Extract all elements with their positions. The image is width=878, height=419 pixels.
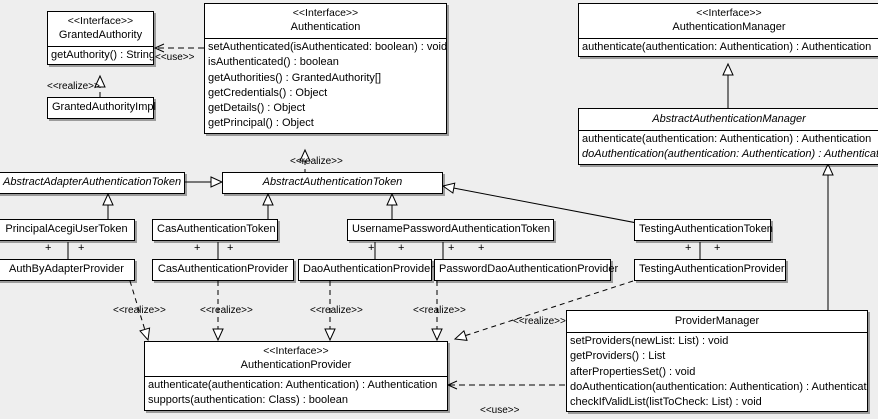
association-marker: +: [685, 242, 692, 254]
operation: checkIfValidList(listToCheck: List) : vo…: [570, 396, 762, 409]
class-name: CasAuthenticationProvider: [157, 263, 289, 275]
class-name: AuthenticationProvider: [240, 359, 352, 371]
class-username-password-authentication-token[interactable]: UsernamePasswordAuthenticationToken: [347, 219, 554, 241]
class-testing-authentication-token[interactable]: TestingAuthenticationToken: [634, 219, 773, 241]
class-testing-authentication-provider[interactable]: TestingAuthenticationProvider: [634, 259, 786, 281]
stereotype-label: <<Interface>>: [696, 7, 762, 19]
class-name: AbstractAuthenticationToken: [262, 176, 403, 188]
operation: authenticate(authentication: Authenticat…: [582, 133, 872, 145]
operation: getDetails() : Object: [208, 102, 306, 115]
class-authentication-manager[interactable]: <<Interface>> AuthenticationManager auth…: [578, 3, 878, 58]
association-marker: +: [448, 242, 455, 254]
association-marker: +: [45, 242, 52, 254]
operation: getAuthority() : String: [51, 49, 153, 61]
class-granted-authority-impl[interactable]: GrantedAuthorityImpl: [47, 97, 156, 119]
realize-label-password-dao-provider: <<realize>>: [413, 305, 466, 316]
operation: doAuthentication(authentication: Authent…: [582, 148, 878, 161]
class-header: ProviderManager: [567, 311, 867, 332]
class-authentication[interactable]: <<Interface>> Authentication setAuthenti…: [204, 3, 447, 134]
operation: setProviders(newList: List) : void: [570, 335, 729, 347]
operation: getPrincipal() : Object: [208, 117, 314, 130]
class-name: GrantedAuthority: [58, 29, 143, 41]
class-name: UsernamePasswordAuthenticationToken: [352, 223, 551, 235]
realize-label-auth-by-adapter: <<realize>>: [113, 305, 166, 316]
class-dao-authentication-provider[interactable]: DaoAuthenticationProvider: [298, 259, 434, 281]
class-auth-by-adapter-provider[interactable]: AuthByAdapterProvider: [0, 259, 135, 281]
class-name: CasAuthenticationToken: [157, 223, 276, 235]
class-granted-authority[interactable]: <<Interface>> GrantedAuthority getAuthor…: [47, 11, 154, 66]
operation: isAuthenticated() : boolean: [208, 56, 339, 69]
realize-label-cas-provider: <<realize>>: [200, 305, 253, 316]
class-header: <<Interface>> GrantedAuthority: [48, 12, 153, 46]
operation: setAuthenticated(isAuthenticated: boolea…: [208, 41, 446, 53]
class-name: PrincipalAcegiUserToken: [5, 223, 128, 235]
operation: doAuthentication(authentication: Authent…: [570, 380, 867, 393]
use-label-authentication-granted-authority: <<use>>: [155, 52, 195, 63]
realize-label-testing-provider: <<realize>>: [513, 316, 566, 327]
association-marker: +: [714, 242, 721, 254]
operation: supports(authentication: Class) : boolea…: [148, 394, 348, 407]
class-name: Authentication: [290, 21, 361, 33]
realize-label-granted-authority-impl: <<realize>>: [47, 81, 100, 92]
class-header: <<Interface>> Authentication: [205, 4, 446, 38]
operation: authenticate(authentication: Authenticat…: [582, 41, 872, 53]
association-marker: +: [194, 242, 201, 254]
operations-compartment: authenticate(authentication: Authenticat…: [145, 376, 447, 410]
realize-label-dao-provider: <<realize>>: [310, 305, 363, 316]
class-abstract-adapter-authentication-token[interactable]: AbstractAdapterAuthenticationToken: [0, 172, 185, 194]
class-header: <<Interface>> AuthenticationManager: [579, 4, 878, 38]
operations-compartment: setAuthenticated(isAuthenticated: boolea…: [205, 38, 446, 133]
association-marker: +: [78, 242, 85, 254]
class-name: AuthByAdapterProvider: [9, 263, 124, 275]
class-name: TestingAuthenticationToken: [639, 223, 773, 235]
stereotype-label: <<Interface>>: [67, 15, 134, 27]
operation: getAuthorities() : GrantedAuthority[]: [208, 71, 382, 84]
class-authentication-provider[interactable]: <<Interface>> AuthenticationProvider aut…: [144, 341, 448, 411]
operations-compartment: authenticate(authentication: Authenticat…: [579, 38, 878, 56]
association-marker: +: [478, 242, 485, 254]
realize-label-abstract-authentication-token: <<realize>>: [290, 156, 343, 167]
class-name: AuthenticationManager: [672, 21, 786, 33]
operations-compartment: authenticate(authentication: Authenticat…: [579, 130, 878, 164]
class-principal-acegi-user-token[interactable]: PrincipalAcegiUserToken: [0, 219, 135, 241]
class-name: ProviderManager: [674, 315, 760, 327]
association-marker: +: [368, 242, 375, 254]
operation: authenticate(authentication: Authenticat…: [148, 379, 438, 391]
operations-compartment: getAuthority() : String: [48, 46, 153, 64]
association-marker: +: [398, 242, 405, 254]
class-provider-manager[interactable]: ProviderManager setProviders(newList: Li…: [566, 310, 868, 413]
operation: getProviders() : List: [570, 350, 666, 363]
class-abstract-authentication-token[interactable]: AbstractAuthenticationToken: [222, 172, 443, 194]
class-name: AbstractAdapterAuthenticationToken: [3, 176, 182, 188]
operation: getCredentials() : Object: [208, 86, 328, 99]
class-name: DaoAuthenticationProvider: [303, 263, 434, 275]
association-marker: +: [227, 242, 234, 254]
class-header: <<Interface>> AuthenticationProvider: [145, 342, 447, 376]
class-password-dao-authentication-provider[interactable]: PasswordDaoAuthenticationProvider: [434, 259, 619, 281]
class-abstract-authentication-manager[interactable]: AbstractAuthenticationManager authentica…: [578, 108, 878, 165]
class-name: AbstractAuthenticationManager: [652, 113, 806, 125]
use-label-provider-manager: <<use>>: [480, 405, 520, 416]
class-cas-authentication-token[interactable]: CasAuthenticationToken: [152, 219, 278, 241]
stereotype-label: <<Interface>>: [292, 7, 359, 19]
class-name: GrantedAuthorityImpl: [52, 101, 156, 113]
stereotype-label: <<Interface>>: [263, 345, 329, 357]
operation: afterPropertiesSet() : void: [570, 365, 696, 378]
class-name: TestingAuthenticationProvider: [639, 263, 785, 275]
class-name: PasswordDaoAuthenticationProvider: [439, 263, 619, 275]
operations-compartment: setProviders(newList: List) : void getPr…: [567, 332, 867, 411]
class-cas-authentication-provider[interactable]: CasAuthenticationProvider: [152, 259, 294, 281]
class-header: AbstractAuthenticationManager: [579, 109, 878, 130]
